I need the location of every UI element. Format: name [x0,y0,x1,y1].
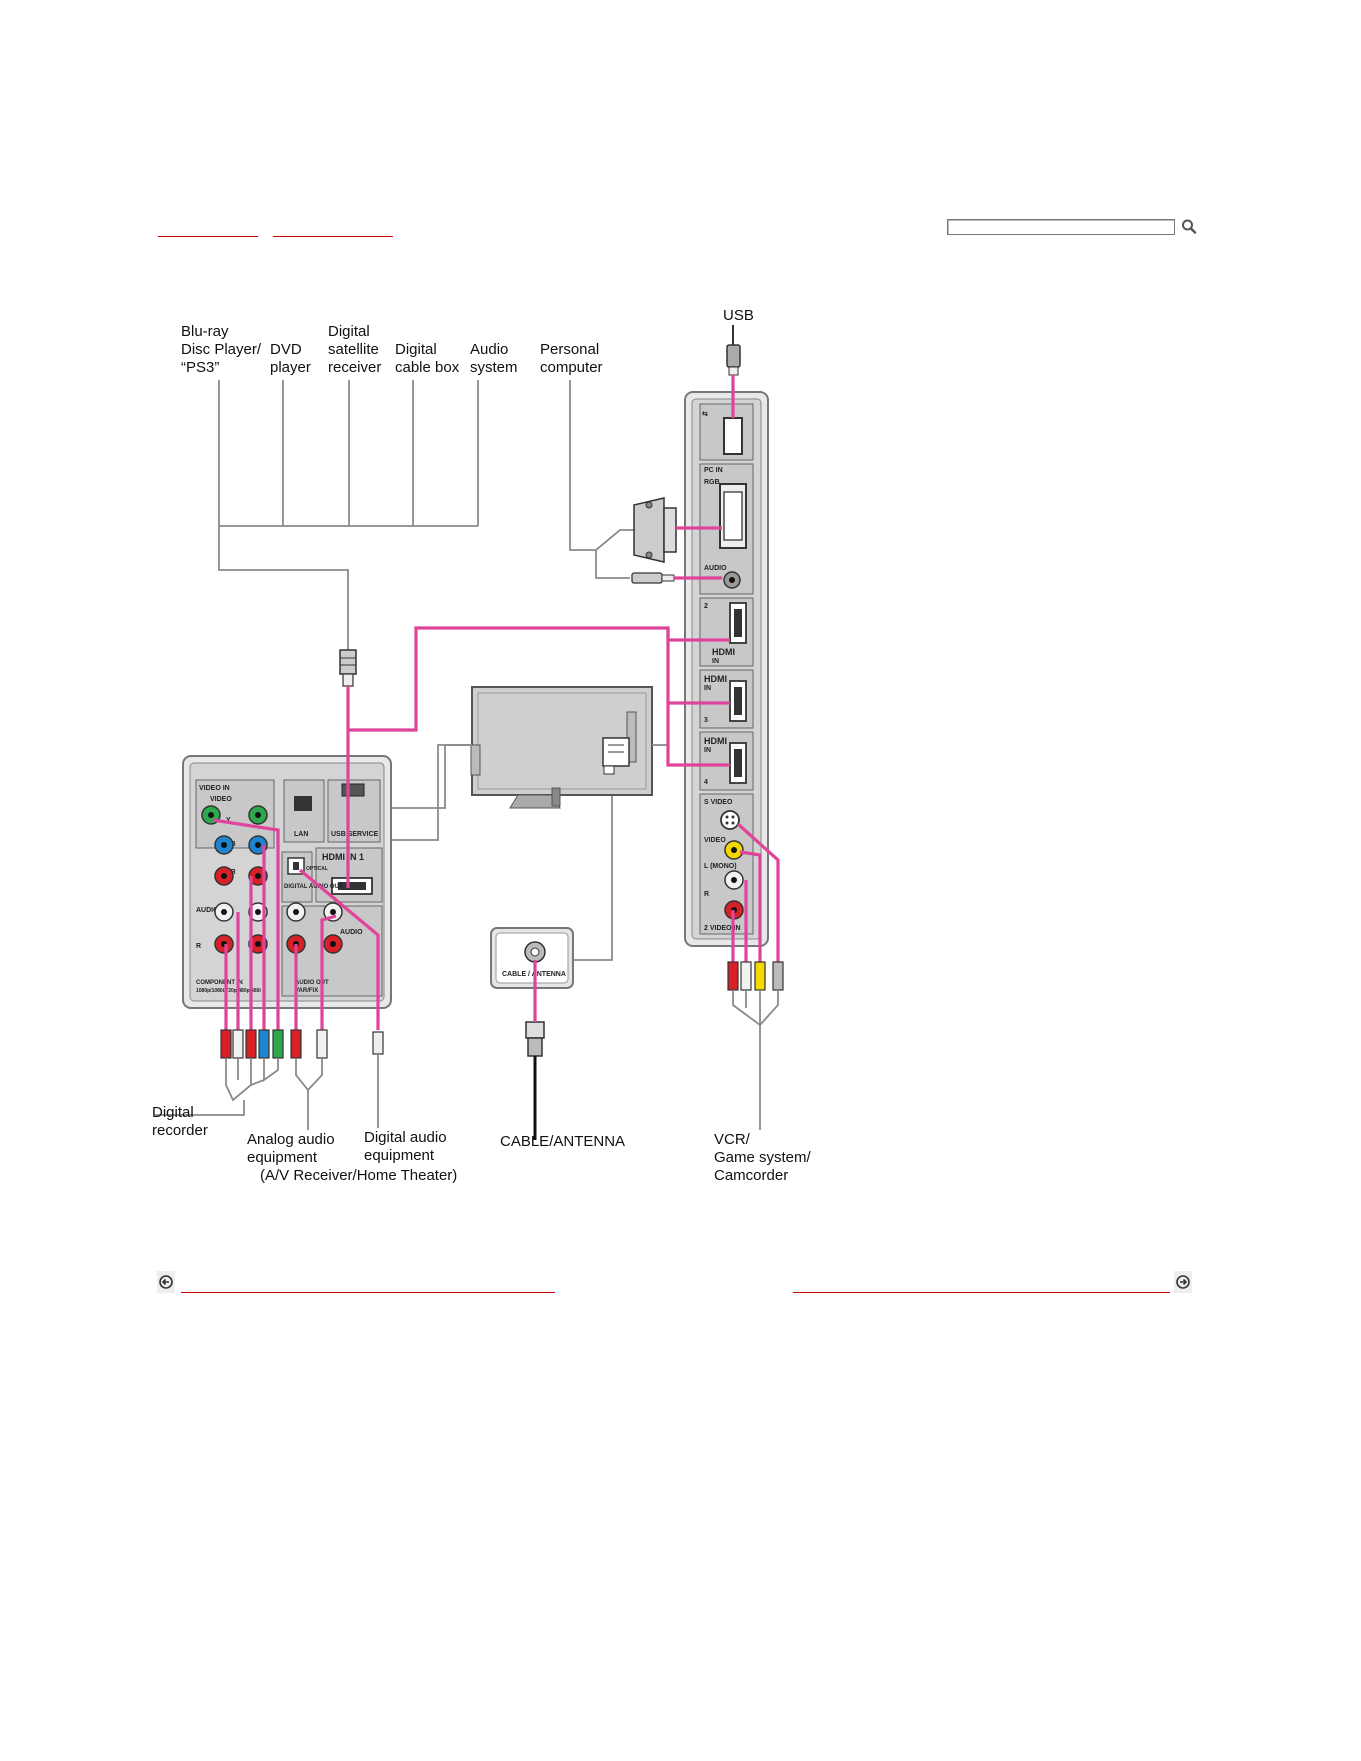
panel-comp-audio: AUDIO [196,907,219,914]
rca-plugs-right [727,961,784,991]
pink-cables [212,375,780,1030]
svg-text:⇆: ⇆ [702,410,708,418]
panel-l-mono: L (MONO) [704,863,737,870]
label-dvd-1: DVD [270,341,302,358]
label-vcr-1: VCR/ [714,1131,751,1148]
panel-service: USB SERVICE [331,831,379,838]
side-panel: ⇆ PC IN RGB AUDIO 2 HDMI IN HDMI IN 3 HD… [684,391,769,947]
panel-lan: LAN [294,831,308,838]
label-vcr-2: Game system/ [714,1149,812,1166]
bottom-labels: Digital recorder Analog audio equipment … [152,1104,812,1184]
panel-comp-r: R [196,943,201,950]
audio-mini-plug-icon [631,572,675,584]
label-antenna: CABLE/ANTENNA [500,1133,625,1150]
panel-y: Y [226,817,231,824]
coax-plug-icon [525,1021,545,1140]
panel-hdmi-3: HDMI [704,674,727,684]
panel-component-in: COMPONENT IN [196,980,243,986]
device-labels: Blu-ray Disc Player/ “PS3” DVD player Di… [181,307,754,376]
label-pc-2: computer [540,359,603,376]
vga-connector-icon [633,497,677,563]
cable-antenna-wall-jack: CABLE / ANTENNA [490,927,574,989]
panel-video: VIDEO [704,837,726,844]
label-analog-1: Analog audio [247,1131,335,1148]
panel-hdmi-4: HDMI [704,736,727,746]
label-cable-1: Digital [395,341,437,358]
label-audio-1: Audio [470,341,508,358]
panel-optical: OPTICAL [306,866,328,872]
panel-video-in-video: VIDEO [210,796,232,803]
breadcrumb-link-2[interactable] [273,222,393,237]
panel-var-fix: VAR/FIX [295,988,318,994]
panel-digital-audio-out: DIGITAL AUDIO OUT [284,884,343,890]
label-digaudio-2: equipment [364,1147,435,1164]
panel-port-2: 2 [704,603,708,610]
next-page-link[interactable] [793,1284,1170,1293]
search-button[interactable] [1180,217,1198,237]
previous-button[interactable] [157,1271,175,1293]
label-bluray-3: “PS3” [181,359,219,376]
panel-hdmi-in-1: HDMI IN 1 [322,852,364,862]
search-input[interactable] [947,219,1175,235]
label-sat-2: satellite [328,341,379,358]
rca-plugs-left [220,1029,384,1059]
label-analog-2: equipment [247,1149,318,1166]
label-digaudio-1: Digital audio [364,1129,447,1146]
magnifier-icon [1182,219,1197,234]
panel-video-in: VIDEO IN [199,785,230,792]
label-sat-1: Digital [328,323,370,340]
arrow-right-icon [1176,1275,1190,1289]
label-vcr-3: Camcorder [714,1167,788,1184]
previous-page-link[interactable] [181,1284,555,1293]
panel-rgb: RGB [704,479,720,486]
panel-in-4: IN [704,747,711,754]
label-cable-2: cable box [395,359,460,376]
panel-pc-audio: AUDIO [704,565,727,572]
label-recorder-2: recorder [152,1122,208,1139]
panel-port-4: 4 [704,779,708,786]
panel-audio-r: R [704,891,709,898]
label-usb: USB [723,307,754,324]
label-recorder-1: Digital [152,1104,194,1121]
panel-component-res: 1080p/1080i/720p/480p/480i [196,988,261,994]
breadcrumb-link-1[interactable] [158,222,258,237]
next-button[interactable] [1174,1271,1192,1293]
usb-plug-icon [726,325,741,376]
label-analog-3: (A/V Receiver/Home Theater) [260,1167,457,1184]
label-sat-3: receiver [328,359,381,376]
panel-audio-out-audio: AUDIO [340,929,363,936]
rear-panel: VIDEO IN VIDEO LAN USB SERVICE HDMI IN 1… [182,755,392,1009]
panel-port-3: 3 [704,717,708,724]
panel-audio-out: AUDIO OUT [295,980,329,986]
label-bluray-2: Disc Player/ [181,341,262,358]
hdmi-plug-icon [339,649,357,687]
panel-pc-in: PC IN [704,467,723,474]
arrow-left-icon [159,1275,173,1289]
label-pc-1: Personal [540,341,599,358]
panel-in-3: IN [704,685,711,692]
panel-hdmi-2: HDMI [712,647,735,657]
panel-video-in-2: 2 VIDEO IN [704,925,741,932]
label-bluray-1: Blu-ray [181,323,229,340]
label-dvd-2: player [270,359,311,376]
tv-back [470,686,653,809]
panel-svideo: S VIDEO [704,799,733,806]
panel-in-2: IN [712,658,719,665]
label-audio-2: system [470,359,518,376]
